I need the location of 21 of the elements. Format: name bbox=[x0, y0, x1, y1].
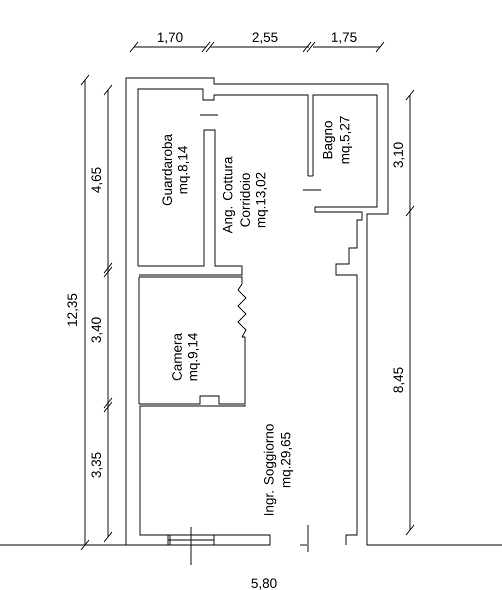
dimension-label: 5,80 bbox=[251, 578, 277, 590]
room-name: Corridoio bbox=[240, 173, 250, 227]
area-label: mq.5,27 bbox=[340, 116, 352, 164]
room-name: Camera bbox=[172, 333, 182, 380]
room-name: Ang. Cottura bbox=[222, 156, 236, 234]
room-name: Bagno bbox=[322, 121, 336, 158]
dimension-label: 3,40 bbox=[91, 317, 103, 343]
dimension-label: 1,75 bbox=[332, 32, 357, 44]
room-name: Ingr. Soggiorno bbox=[264, 424, 276, 516]
dimension-label: 4,65 bbox=[91, 167, 103, 193]
dimension-label: 2,55 bbox=[252, 32, 278, 44]
dimension-label: 12,35 bbox=[67, 294, 79, 326]
dimension-label: 3,10 bbox=[393, 142, 405, 168]
area-label: mq.13,02 bbox=[256, 172, 268, 228]
area-label: mq.9,14 bbox=[188, 333, 200, 380]
dimension-label: 1,70 bbox=[158, 32, 183, 44]
dimension-label: 8,45 bbox=[393, 367, 405, 393]
room-name: Guardaroba bbox=[162, 134, 172, 206]
area-label: mq.8,14 bbox=[178, 146, 190, 194]
area-label: mq.29,65 bbox=[280, 432, 294, 488]
dimension-label: 3,35 bbox=[91, 452, 103, 478]
